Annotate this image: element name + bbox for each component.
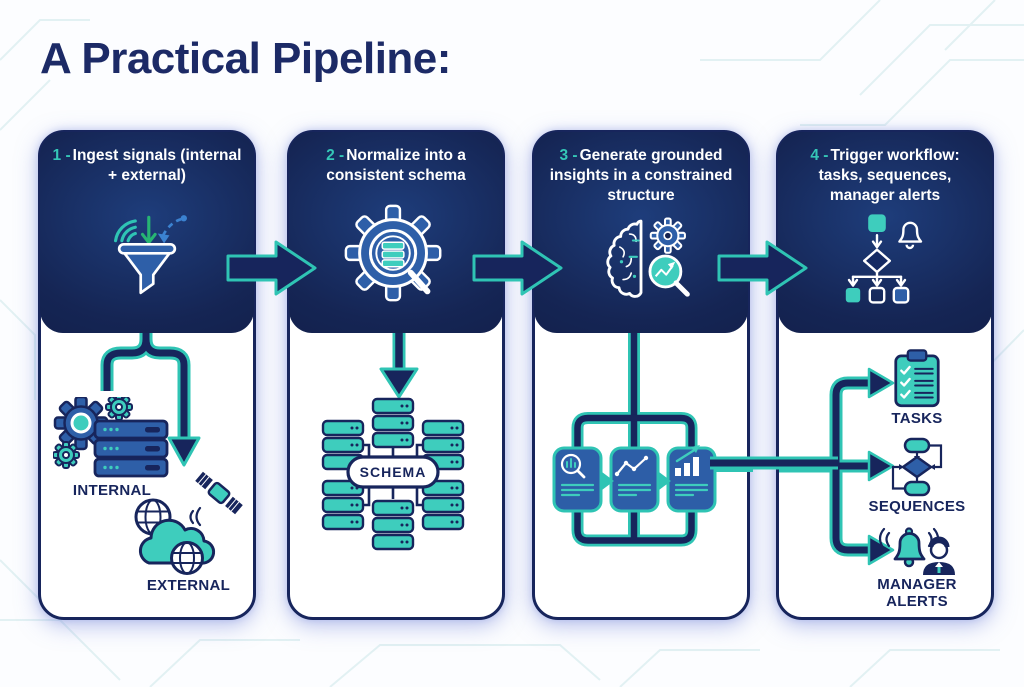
- card-1-branch-connector: [100, 333, 201, 467]
- pipeline-card-4-workflow: 4 -Trigger workflow: tasks, sequences, m…: [776, 130, 994, 620]
- funnel-signals-icon: [113, 215, 187, 295]
- card-3-body: [535, 333, 753, 617]
- step-3-heading: 3 -Generate grounded insights in a const…: [545, 146, 737, 206]
- tasks-label: TASKS: [891, 410, 943, 427]
- card3-to-card4-connector: [710, 456, 838, 470]
- schema-hub-label: SCHEMA: [359, 464, 427, 480]
- card-2-body: SCHEMA: [290, 333, 502, 617]
- step-3-title: Generate grounded insights in a constrai…: [549, 147, 733, 205]
- bell-person-alert-icon: [878, 527, 955, 575]
- flow-arrow-2-3: [472, 240, 563, 296]
- external-label: EXTERNAL: [146, 577, 231, 594]
- step-2-heading: 2 -Normalize into a consistent schema: [300, 146, 492, 186]
- card-1-body: INTERNAL: [41, 333, 253, 617]
- manager-alerts-label: MANAGER ALERTS: [877, 576, 957, 610]
- card-4-header: 4 -Trigger workflow: tasks, sequences, m…: [778, 132, 992, 333]
- step-2-number: 2 -: [326, 147, 345, 164]
- step-1-number: 1 -: [52, 147, 71, 164]
- globe-cloud-satellite-icon: [134, 471, 243, 575]
- card-3-insight-cards-diagram: [552, 333, 753, 547]
- step-1-heading: 1 -Ingest signals (internal + external): [51, 146, 243, 186]
- card-3-header: 3 -Generate grounded insights in a const…: [534, 132, 748, 333]
- pipeline-card-3-insights: 3 -Generate grounded insights in a const…: [532, 130, 753, 620]
- internal-label: INTERNAL: [72, 482, 152, 499]
- step-4-number: 4 -: [810, 147, 829, 164]
- clipboard-checklist-icon: [894, 349, 940, 408]
- step-2-title: Normalize into a consistent schema: [326, 147, 466, 185]
- workflow-decision-bell-icon: [845, 214, 923, 305]
- pipeline-card-2-normalize: 2 -Normalize into a consistent schema: [287, 130, 505, 620]
- pipeline-card-1-ingest: 1 -Ingest signals (internal + external): [38, 130, 256, 620]
- step-3-number: 3 -: [559, 147, 578, 164]
- step-1-title: Ingest signals (internal + external): [72, 147, 242, 185]
- brain-gear-insights-icon: [606, 217, 690, 299]
- gears-server-icon: [53, 397, 169, 478]
- gear-magnifier-database-icon: [344, 204, 442, 302]
- card-4-body: TASKS SEQUENCES: [779, 333, 991, 617]
- card-2-header: 2 -Normalize into a consistent schema: [289, 132, 503, 333]
- flow-arrow-3-4: [717, 240, 808, 296]
- flow-arrow-1-2: [226, 240, 317, 296]
- page-title: A Practical Pipeline:: [40, 34, 451, 83]
- sequences-label: SEQUENCES: [868, 498, 966, 515]
- step-4-title: Trigger workflow: tasks, sequences, mana…: [818, 147, 960, 205]
- step-4-heading: 4 -Trigger workflow: tasks, sequences, m…: [789, 146, 981, 206]
- sequence-flowchart-icon: [891, 437, 943, 497]
- card-2-schema-diagram: [321, 333, 465, 551]
- card-1-header: 1 -Ingest signals (internal + external): [40, 132, 254, 333]
